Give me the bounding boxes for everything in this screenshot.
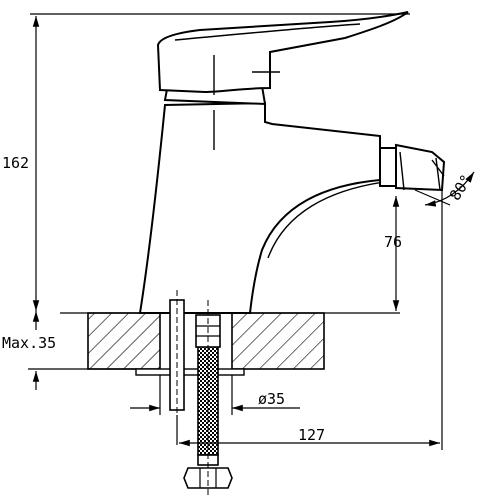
deck-left-hatched bbox=[87, 312, 161, 370]
label-hole-diameter: ø35 bbox=[258, 390, 285, 408]
mounting-washer bbox=[135, 368, 245, 376]
lever-highlight bbox=[174, 23, 361, 41]
deck-section bbox=[60, 312, 400, 376]
dimension-lines bbox=[28, 13, 475, 450]
faucet-main-body bbox=[138, 101, 381, 314]
swivel-aerator bbox=[379, 143, 446, 192]
faucet-body bbox=[138, 11, 409, 314]
dim-80-arc bbox=[424, 171, 475, 207]
label-height-total: 162 bbox=[2, 154, 29, 172]
spout-inner-curve bbox=[267, 181, 385, 259]
label-spout-height: 76 bbox=[384, 233, 402, 251]
label-deck-max: Max.35 bbox=[2, 334, 56, 352]
aerator-base bbox=[379, 147, 397, 187]
hose-hex-nut bbox=[183, 467, 233, 489]
mounting-hardware bbox=[169, 290, 233, 495]
deck-right-hatched bbox=[231, 312, 325, 370]
lever-handle bbox=[156, 11, 409, 94]
dim-80-ext bbox=[414, 189, 451, 206]
label-reach: 127 bbox=[298, 426, 325, 444]
aerator-ring bbox=[399, 151, 405, 191]
